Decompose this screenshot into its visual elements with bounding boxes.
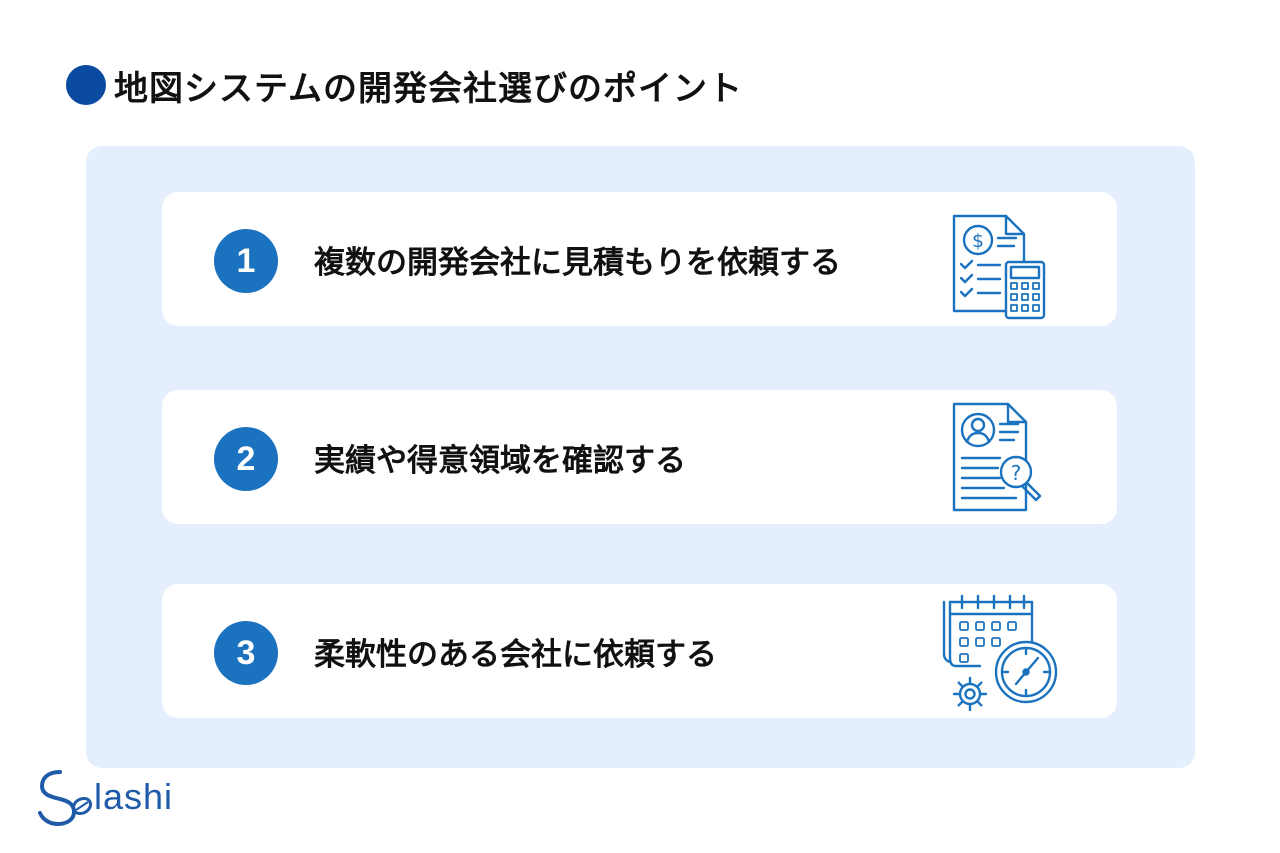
page-title: 地図システムの開発会社選びのポイント bbox=[114, 68, 743, 109]
point-text-2: 実績や得意領域を確認する bbox=[314, 442, 686, 479]
calendar-clock-gear-icon bbox=[942, 594, 1058, 712]
point-text-1: 複数の開発会社に見積もりを依頼する bbox=[314, 244, 841, 281]
point-number-1: 1 bbox=[214, 229, 278, 293]
title-bullet-dot bbox=[66, 65, 106, 105]
point-number-3: 3 bbox=[214, 621, 278, 685]
page-title-row: 地図システムの開発会社選びのポイント bbox=[66, 62, 743, 109]
logo-text: lashi bbox=[94, 776, 174, 817]
resume-search-icon: ? bbox=[952, 402, 1042, 512]
point-card-3: 3 柔軟性のある会社に依頼する bbox=[162, 584, 1117, 718]
quote-calculator-icon: $ bbox=[952, 214, 1046, 320]
svg-text:?: ? bbox=[1011, 461, 1022, 485]
svg-text:$: $ bbox=[972, 230, 984, 252]
points-panel: 1 複数の開発会社に見積もりを依頼する $ 2 実績や得意領域を確認する bbox=[86, 146, 1195, 768]
logo-s-mark-icon bbox=[38, 770, 92, 827]
point-card-1: 1 複数の開発会社に見積もりを依頼する $ bbox=[162, 192, 1117, 326]
point-number-2: 2 bbox=[214, 427, 278, 491]
point-card-2: 2 実績や得意領域を確認する ? bbox=[162, 390, 1117, 524]
point-text-3: 柔軟性のある会社に依頼する bbox=[314, 636, 717, 673]
solashi-logo: lashi bbox=[30, 766, 173, 828]
